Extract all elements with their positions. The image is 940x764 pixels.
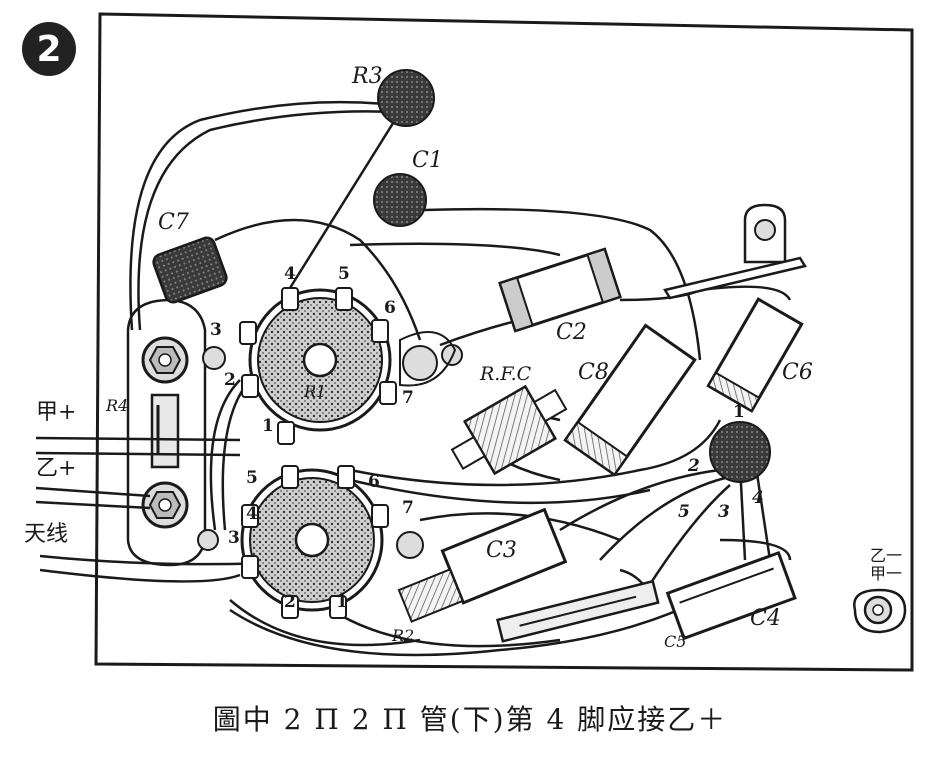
terminal-nut-top	[141, 336, 189, 384]
lower-pin-7: 7	[402, 498, 414, 518]
upper-pin-4: 4	[284, 264, 296, 284]
wire-number-4: 4	[752, 488, 764, 508]
label-rfc: R.F.C	[480, 363, 532, 385]
input-wires	[35, 436, 331, 583]
label-c3: C3	[486, 538, 517, 563]
wiring	[129, 100, 792, 657]
label-c2: C2	[556, 320, 587, 345]
wire-number-1: 1	[733, 402, 745, 422]
upper-pin-5: 5	[338, 264, 350, 284]
label-r3: R3	[352, 64, 383, 89]
capacitor-c1	[373, 173, 427, 227]
label-c5: C5	[664, 632, 687, 651]
output-terminal	[853, 588, 907, 634]
chassis-board	[94, 12, 914, 672]
lower-tube-socket	[240, 465, 389, 619]
wire-number-3: 3	[718, 502, 730, 522]
label-jia-minus: 甲一	[870, 564, 903, 583]
lower-pin-6: 6	[368, 472, 380, 492]
capacitor-c3	[397, 507, 568, 623]
label-c7: C7	[158, 210, 189, 235]
upper-tube-socket	[239, 287, 397, 445]
upper-pin-2: 2	[224, 370, 236, 390]
label-antenna: 天线	[24, 522, 69, 547]
upper-pin-1: 1	[262, 416, 274, 436]
figure-number-badge: 2	[22, 22, 76, 76]
capacitor-c5	[496, 579, 660, 643]
label-c4: C4	[750, 606, 781, 631]
figure-caption: 圖中 2 П 2 П 管(下)第 4 脚应接乙＋	[212, 703, 728, 736]
label-jia-plus: 甲+	[36, 400, 77, 425]
capacitor-c8	[563, 323, 697, 477]
terminal-nut-bottom	[141, 481, 189, 529]
label-yi-plus: 乙+	[36, 456, 77, 481]
socket-nuts	[197, 331, 463, 559]
lower-pin-3: 3	[228, 528, 240, 548]
rf-choke	[450, 384, 568, 476]
label-c6: C6	[782, 360, 813, 385]
label-r4: R4	[106, 396, 129, 415]
resistor-r3	[377, 69, 435, 127]
resistor-r4	[150, 393, 180, 469]
label-c8: C8	[578, 360, 609, 385]
lower-pin-4: 4	[246, 504, 258, 524]
capacitor-c6	[706, 297, 804, 413]
label-c1: C1	[412, 148, 443, 173]
label-yi-minus: 乙一	[870, 546, 903, 565]
label-r2: R2	[392, 626, 415, 645]
wire-number-2: 2	[688, 456, 700, 476]
upper-pin-3: 3	[210, 320, 222, 340]
capacitor-c2	[498, 247, 622, 333]
lower-pin-2: 2	[284, 592, 296, 612]
mounting-bracket	[663, 203, 807, 300]
lower-pin-5: 5	[246, 468, 258, 488]
label-r1: R1	[304, 382, 327, 401]
capacitor-c7	[152, 236, 228, 304]
lower-pin-1: 1	[336, 592, 348, 612]
junction-ball	[709, 421, 771, 483]
upper-pin-6: 6	[384, 298, 396, 318]
capacitor-c4	[665, 550, 797, 641]
wire-number-5: 5	[678, 502, 690, 522]
upper-pin-7: 7	[402, 388, 414, 408]
